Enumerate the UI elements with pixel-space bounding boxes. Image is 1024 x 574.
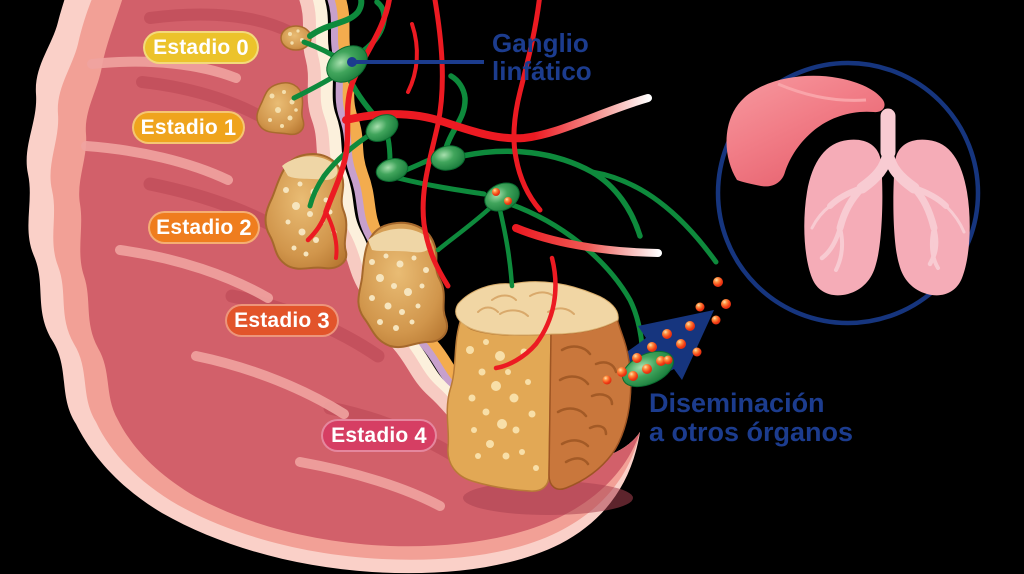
lymph-node-label: Ganglio linfático bbox=[492, 28, 592, 86]
cancer-cell-dot-icon bbox=[692, 347, 702, 357]
cancer-cell-dot-icon bbox=[685, 321, 695, 331]
stage-badge-label: Estadio bbox=[234, 308, 312, 332]
stage-badge-0: Estadio 0 bbox=[143, 31, 259, 64]
cancer-cell-dot-icon bbox=[695, 302, 705, 312]
cancer-cell-dot-icon bbox=[713, 277, 723, 287]
lymph-node-with-cancer-cells bbox=[484, 182, 520, 212]
cancer-cell-dot-icon bbox=[602, 375, 612, 385]
cancer-cell-dot-icon bbox=[662, 329, 672, 339]
dissemination-label: Diseminación a otros órganos bbox=[649, 389, 853, 447]
stage-badge-number: 4 bbox=[414, 422, 427, 448]
cancer-cell-dots bbox=[602, 277, 731, 385]
stage-badge-number: 0 bbox=[236, 34, 249, 60]
cancer-cell-dot-icon bbox=[617, 367, 627, 377]
bronchi-icon bbox=[810, 108, 966, 272]
organs-circle-icon bbox=[715, 60, 981, 326]
mucosa-band-cream bbox=[309, 0, 495, 440]
stage-badge-1: Estadio 1 bbox=[132, 111, 245, 144]
lungs-icon bbox=[804, 108, 970, 296]
tumor-stage-0 bbox=[280, 25, 312, 51]
cancer-cell-dot-icon bbox=[711, 315, 721, 325]
lymph-node-leader-line bbox=[347, 57, 484, 67]
stage-badge-number: 2 bbox=[239, 214, 252, 240]
lymph-node-label-line1: Ganglio bbox=[492, 28, 589, 58]
tumor-stage-3 bbox=[357, 221, 448, 349]
cancer-cell-dot-icon bbox=[676, 339, 686, 349]
blood-vessel-into-tumor bbox=[493, 255, 558, 371]
lymph-node-icon bbox=[430, 145, 466, 171]
liver-icon bbox=[726, 75, 885, 187]
tumor-stage-4 bbox=[446, 281, 633, 515]
stage-badge-4: Estadio 4 bbox=[321, 419, 437, 452]
cancer-cell-dot-icon bbox=[632, 353, 642, 363]
dissemination-label-line1: Diseminación bbox=[649, 388, 825, 418]
stage-badge-number: 1 bbox=[223, 114, 237, 140]
cancer-cell-dot-icon bbox=[721, 299, 731, 309]
stage-badge-label: Estadio bbox=[331, 423, 409, 447]
dissemination-label-line2: a otros órganos bbox=[649, 416, 854, 447]
lymph-node-icon bbox=[326, 45, 368, 83]
cancer-cell-dot-icon bbox=[647, 342, 657, 352]
stage-badge-2: Estadio 2 bbox=[148, 211, 260, 244]
stage-badge-number: 3 bbox=[317, 307, 330, 333]
stage-badge-label: Estadio bbox=[156, 215, 234, 239]
stage-badge-label: Estadio bbox=[140, 115, 218, 139]
lymph-node-label-line2: linfático bbox=[492, 55, 592, 86]
tumor-stage-2 bbox=[264, 153, 348, 270]
lymph-vessel-into-tumor bbox=[497, 207, 515, 289]
tumor-stage-4-top-face bbox=[455, 281, 619, 336]
lymph-node-icon bbox=[375, 158, 409, 182]
cancer-cell-dot-icon bbox=[663, 355, 673, 365]
lymph-node-icon bbox=[365, 114, 399, 142]
stage-badge-label: Estadio bbox=[153, 35, 231, 59]
stage-badge-3: Estadio 3 bbox=[225, 304, 339, 337]
